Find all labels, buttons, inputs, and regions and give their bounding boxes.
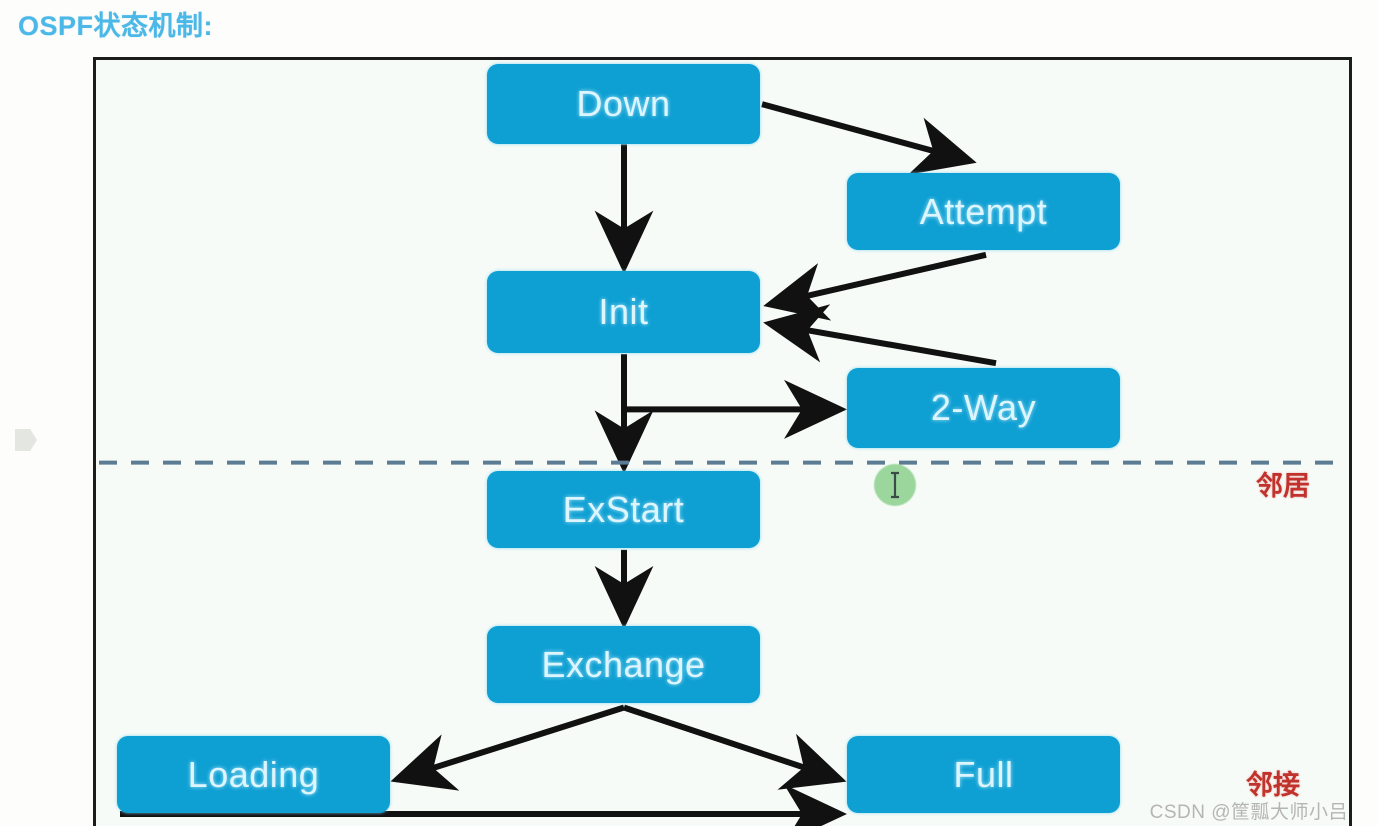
diagram-edges	[99, 101, 1346, 826]
state-node-2way[interactable]: 2-Way	[847, 368, 1120, 448]
state-node-exstart[interactable]: ExStart	[487, 471, 760, 548]
state-node-attempt[interactable]: Attempt	[847, 173, 1120, 250]
state-node-loading[interactable]: Loading	[117, 736, 390, 813]
label-neighbor: 邻居	[1256, 471, 1310, 501]
page-title: OSPF状态机制:	[18, 11, 214, 41]
edge-down-to-attempt	[761, 101, 977, 175]
edge-twoway-to-init	[763, 304, 997, 367]
label-adjacency: 邻接	[1246, 770, 1300, 800]
edge-exchange-to-loading	[390, 704, 625, 791]
edge-attempt-to-init	[763, 251, 987, 321]
play-arrow-icon[interactable]	[12, 425, 38, 455]
diagram-frame: Down Attempt Init 2-Way ExStart Exchange…	[93, 57, 1352, 826]
state-node-init[interactable]: Init	[487, 271, 760, 353]
state-node-full[interactable]: Full	[847, 736, 1120, 813]
edge-exchange-to-full	[623, 704, 847, 790]
state-node-down[interactable]: Down	[487, 64, 760, 144]
csdn-watermark: CSDN @筐瓢大师小吕	[1149, 802, 1348, 823]
state-node-exchange[interactable]: Exchange	[487, 626, 760, 703]
text-cursor-icon	[891, 471, 899, 499]
